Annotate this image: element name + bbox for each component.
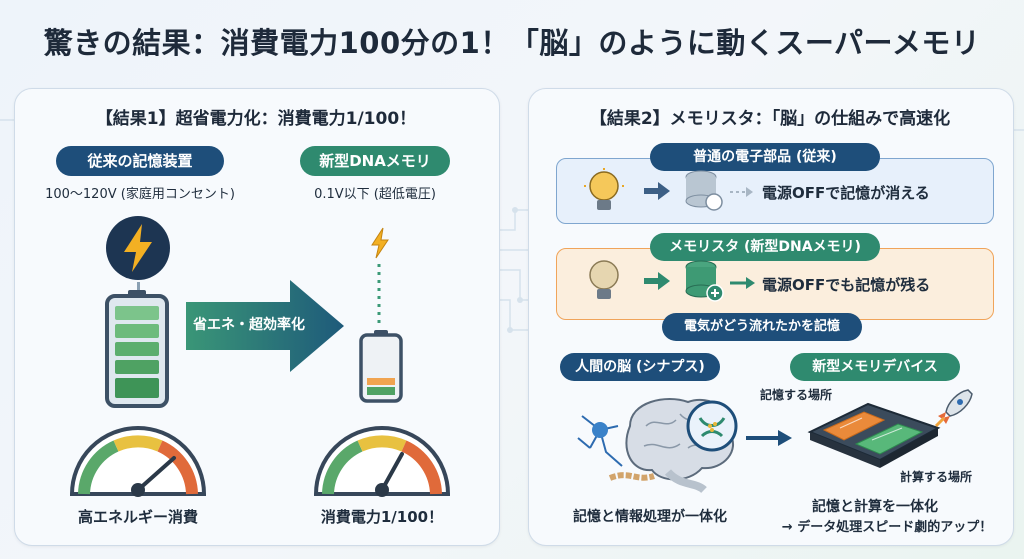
brain-synapse-icon: [577, 398, 738, 494]
memristor-note: 電気がどう流れたかを記憶: [662, 313, 862, 341]
conventional-text: 電源OFFで記憶が消える: [762, 184, 930, 202]
high-consumption-gauge: [69, 426, 207, 497]
page-title: 驚きの結果：消費電力100分の1！「脳」のように動くスーパーメモリ: [43, 26, 981, 60]
green-arrow-icon: [730, 277, 755, 289]
compute-area-label: 計算する場所: [900, 470, 973, 484]
full-battery-icon: [105, 290, 169, 408]
low-battery-icon: [359, 330, 403, 403]
memristor-label: メモリスタ (新型DNAメモリ): [650, 233, 880, 261]
device-label: 新型メモリデバイス: [790, 353, 960, 381]
arrow-icon-2: [644, 272, 670, 290]
small-lightning-icon: [371, 227, 389, 259]
new-device-voltage: 0.1V以下 (超低電圧): [314, 187, 436, 202]
dotted-line: [377, 264, 381, 326]
right-panel-title: 【結果2】メモリスタ：「脳」の仕組みで高速化: [589, 109, 951, 129]
new-device-label: 新型DNAメモリ: [300, 146, 450, 176]
lightning-icon: [106, 216, 170, 280]
storage-area-label: 記憶する場所: [760, 388, 833, 402]
brain-caption: 記憶と情報処理が一体化: [573, 509, 727, 525]
old-device-voltage: 100〜120V (家庭用コンセント): [45, 187, 235, 202]
conventional-label: 普通の電子部品 (従来): [650, 143, 880, 171]
memory-chip-icon: [807, 402, 941, 468]
dashed-arrow-icon: [730, 187, 753, 197]
arrow-icon: [644, 182, 670, 200]
old-device-label: 従来の記憶装置: [56, 146, 224, 176]
database-icon: [685, 260, 724, 302]
connector-line: [137, 282, 140, 294]
brain-to-device-arrow: [746, 430, 792, 446]
low-consumption-label: 消費電力1/100！: [320, 508, 444, 526]
brain-label: 人間の脳 (シナプス): [560, 353, 720, 381]
left-panel-title: 【結果1】超省電力化：消費電力1/100！: [95, 109, 417, 129]
efficiency-arrow: [186, 280, 344, 372]
device-caption-2: → データ処理スピード劇的アップ！: [781, 520, 993, 535]
lightbulb-on-icon: [584, 168, 624, 210]
efficiency-arrow-label: 省エネ・超効率化: [193, 317, 305, 333]
low-consumption-gauge: [313, 426, 451, 497]
memristor-text: 電源OFFでも記憶が残る: [762, 276, 931, 294]
lightbulb-off-icon: [589, 260, 619, 299]
device-caption-1: 記憶と計算を一体化: [812, 499, 938, 515]
rocket-icon: [934, 389, 973, 428]
high-consumption-label: 高エネルギー消費: [77, 508, 198, 526]
database-faded-icon: [685, 170, 723, 211]
